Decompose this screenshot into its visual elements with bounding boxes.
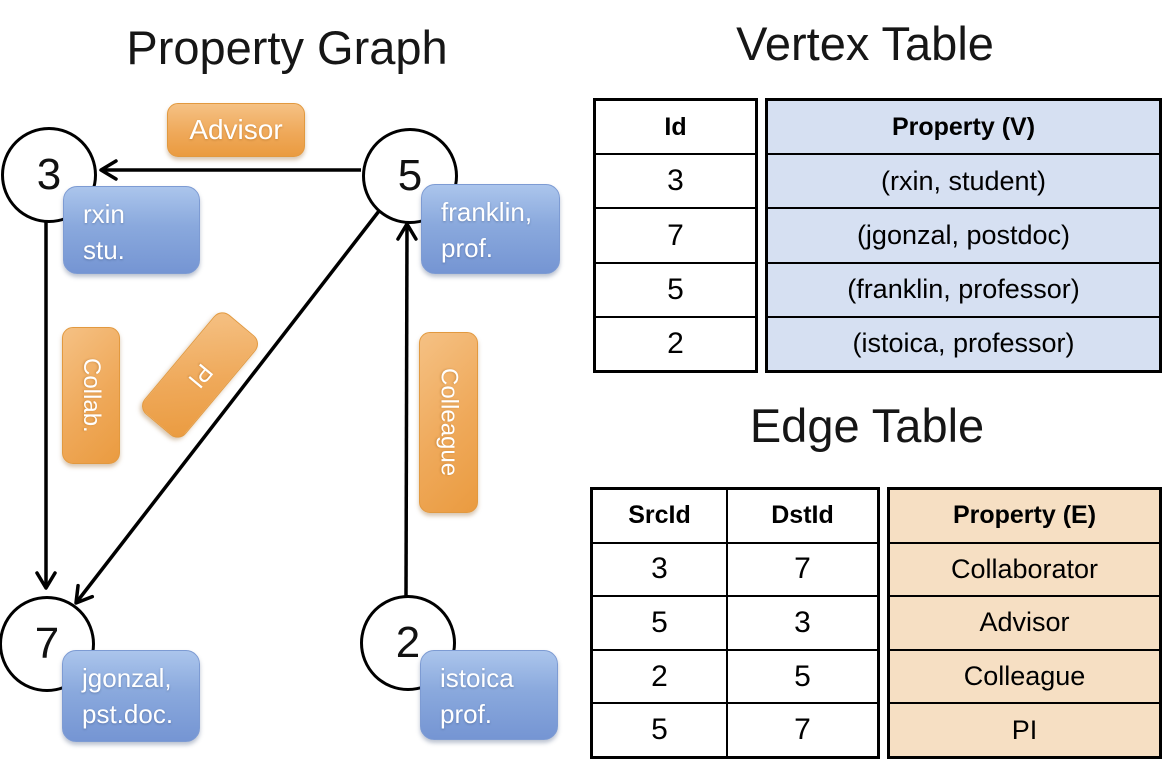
vertex-card-istoica-line1: istoica [440, 663, 514, 693]
edge-5-to-7 [74, 209, 381, 605]
edge-table-src-3: 5 [593, 704, 728, 756]
vertex-card-franklin-line1: franklin, [441, 197, 533, 227]
edge-table-dst-0: 7 [794, 552, 811, 586]
property-graph-title: Property Graph [126, 21, 448, 74]
node-2-id: 2 [395, 618, 421, 667]
edge-table-property-header: Property (E) [952, 501, 1097, 530]
graph-edges-layer [35, 159, 418, 605]
vertex-table-id-3: 2 [596, 315, 755, 370]
vertex-table-property-column: Property (V) (rxin, student) (jgonzal, p… [765, 98, 1162, 373]
vertex-table-title: Vertex Table [736, 17, 994, 70]
vertex-card-istoica-line2: prof. [440, 698, 493, 729]
vertex-card-jgonzal: jgonzal, pst.doc. [62, 650, 200, 742]
vertex-card-rxin: rxin stu. [63, 186, 200, 274]
edge-table-property-0: Collaborator [890, 541, 1159, 596]
edge-table-property-3: PI [890, 702, 1159, 756]
vertex-card-rxin-line1: rxin [83, 199, 125, 229]
node-3-id: 3 [36, 150, 62, 199]
vertex-table-property-1: (jgonzal, postdoc) [768, 207, 1159, 261]
edge-label-colleague: Colleague [419, 332, 478, 513]
edge-label-collaborator: Collab. [62, 327, 120, 464]
vertex-table-id-header: Id [664, 112, 687, 141]
edge-table-dst-2: 5 [794, 659, 811, 693]
edge-table-srcid-header: SrcId [593, 490, 728, 542]
vertex-table-property-3: (istoica, professor) [768, 315, 1159, 370]
vertex-card-rxin-line2: stu. [83, 234, 125, 265]
edge-table-src-1: 5 [593, 597, 728, 649]
edge-2-to-5 [396, 222, 418, 597]
vertex-card-franklin-line2: prof. [441, 232, 494, 263]
vertex-table-id-2: 5 [596, 261, 755, 316]
edge-table-src-2: 2 [593, 650, 728, 703]
edge-table-dst-3: 7 [794, 713, 811, 747]
edge-table-title: Edge Table [749, 399, 985, 452]
edge-table-property-2: Colleague [890, 648, 1159, 703]
vertex-table-property-2: (franklin, professor) [768, 261, 1159, 316]
edge-table-dst-1: 3 [794, 605, 811, 639]
vertex-card-franklin: franklin, prof. [421, 184, 560, 274]
edge-table-property-1: Advisor [890, 595, 1159, 649]
vertex-card-jgonzal-line1: jgonzal, [82, 663, 172, 693]
edge-table-property-column: Property (E) Collaborator Advisor Collea… [887, 487, 1162, 759]
vertex-card-jgonzal-line2: pst.doc. [82, 698, 174, 729]
edge-table-dstid-header: DstId [771, 501, 834, 530]
vertex-table-id-1: 7 [596, 207, 755, 261]
node-7-id: 7 [34, 619, 60, 668]
graph-node-2: 2 [360, 595, 456, 691]
vertex-card-istoica: istoica prof. [420, 650, 558, 740]
edge-table-src-0: 3 [593, 543, 728, 596]
vertex-table-id-0: 3 [596, 153, 755, 207]
edge-label-advisor: Advisor [167, 103, 305, 157]
vertex-table-property-header: Property (V) [891, 112, 1036, 141]
vertex-table-property-0: (rxin, student) [768, 153, 1159, 207]
vertex-table-id-column: Id 3 7 5 2 [593, 98, 758, 373]
edge-table-ids-columns: SrcId DstId 3 7 5 3 2 5 5 7 [590, 487, 880, 759]
node-5-id: 5 [397, 151, 423, 200]
